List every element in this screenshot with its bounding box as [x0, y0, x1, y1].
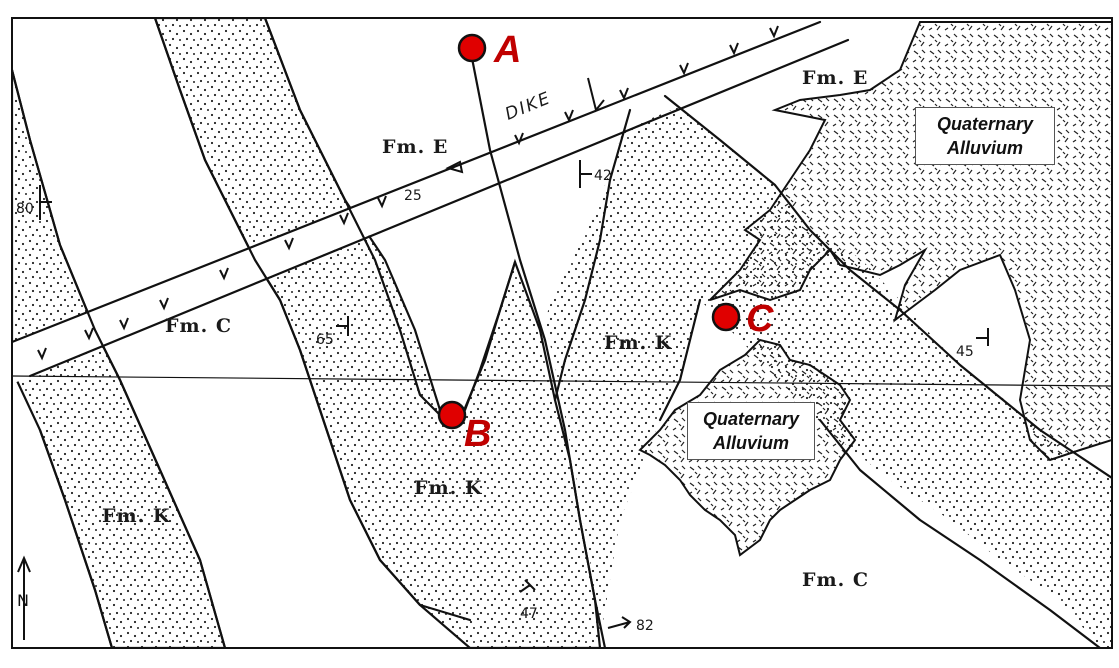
attitude-45: 45 [956, 344, 974, 360]
north-arrow-label: N [17, 591, 29, 610]
attitude-42: 42 [594, 168, 612, 184]
attitude-65: 65 [316, 332, 334, 348]
fm-e-upper-right-label: Fm. E [802, 67, 868, 89]
strike-dip-symbols [39, 77, 989, 629]
alluvium-north-line1: Quaternary [936, 114, 1034, 134]
point-a-label: A [493, 29, 521, 71]
fault-3 [818, 418, 1102, 648]
north-arrow [17, 555, 31, 640]
dike-label: DIKE [502, 88, 554, 125]
fm-k-west-label: Fm. K [102, 505, 171, 527]
point-c-marker[interactable] [711, 302, 741, 332]
k-west-contact-1 [12, 68, 227, 648]
reference-line [12, 375, 1112, 387]
fm-c-south-label: Fm. C [802, 569, 869, 591]
alluvium-north-label: Quaternary Alluvium [915, 107, 1055, 165]
k-west-contact-2 [38, 428, 114, 648]
attitude-80: 80 [16, 201, 34, 217]
fault-2 [663, 94, 1112, 480]
fm-k-center-label: Fm. K [414, 477, 483, 499]
dike-v-marks [37, 25, 779, 361]
k-east-contact [658, 298, 702, 422]
fm-k-east-label: Fm. K [604, 332, 673, 354]
attitude-25: 25 [404, 188, 422, 204]
fm-c-west-label: Fm. C [165, 315, 232, 337]
fm-k-east-band [625, 96, 1112, 648]
fault-1 [468, 46, 607, 648]
alluvium-south-label: Quaternary Alluvium [687, 402, 815, 460]
fm-k-east-lower [545, 110, 700, 640]
point-b-label: B [464, 413, 491, 455]
k-center-contact [553, 108, 632, 402]
attitude-82: 82 [636, 618, 654, 634]
map-frame [11, 17, 1113, 649]
point-b-marker[interactable] [437, 400, 467, 430]
attitude-47: 47 [520, 606, 538, 622]
alluvium-north-line2: Alluvium [946, 138, 1023, 158]
fold-contact-inner [263, 18, 517, 422]
fm-e-north-label: Fm. E [382, 136, 448, 158]
fold-contact-outer [153, 18, 472, 622]
dike-band [12, 22, 840, 384]
alluvium-south-line1: Quaternary [702, 409, 800, 429]
point-c-label: C [746, 298, 774, 340]
point-a-marker[interactable] [457, 33, 487, 63]
alluvium-south-line2: Alluvium [712, 433, 789, 453]
